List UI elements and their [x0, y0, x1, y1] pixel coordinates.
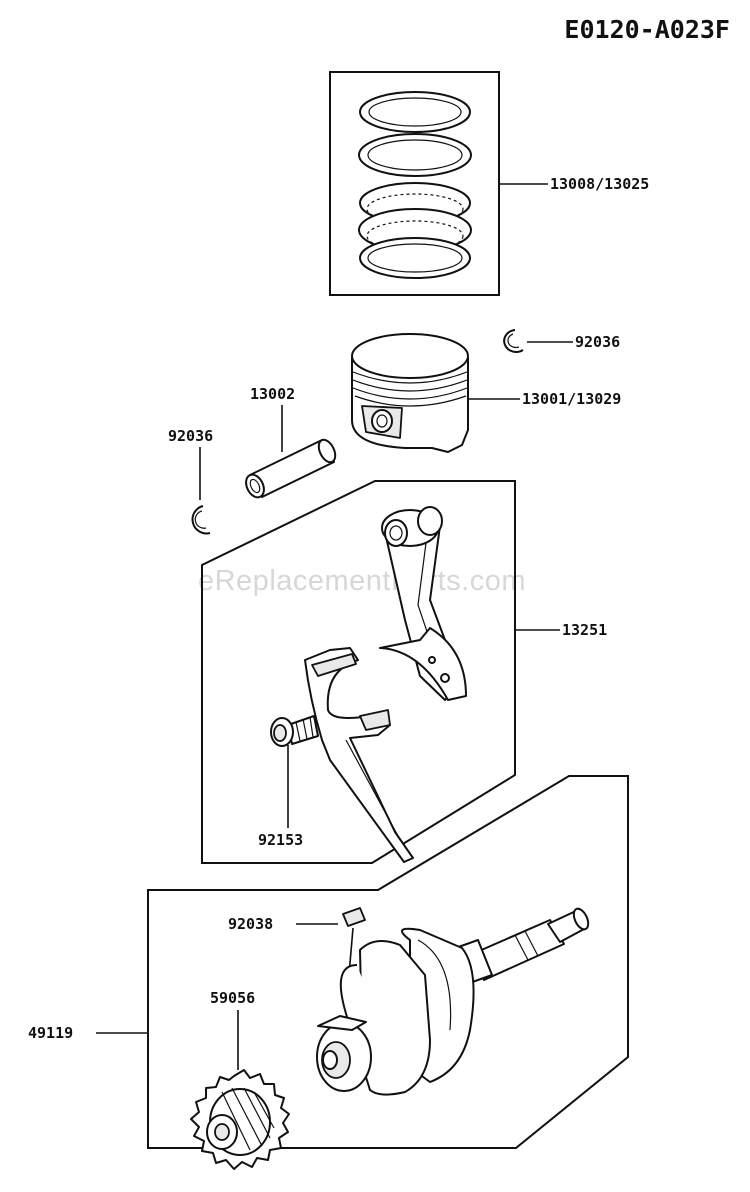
label-piston[interactable]: 13001/13029 [522, 390, 621, 408]
label-key[interactable]: 92038 [228, 915, 273, 933]
label-piston-pin[interactable]: 13002 [250, 385, 295, 403]
piston-pin-illustration[interactable] [243, 437, 339, 500]
gear-illustration[interactable] [190, 1069, 290, 1170]
crankshaft-box [147, 775, 629, 1149]
circlip-left-illustration[interactable] [191, 505, 211, 535]
diagram-code: E0120-A023F [564, 15, 730, 44]
label-piston-rings[interactable]: 13008/13025 [550, 175, 649, 193]
circlip-right-illustration[interactable] [503, 329, 524, 353]
piston-rings-illustration[interactable] [358, 91, 472, 279]
label-rod-bolt[interactable]: 92153 [258, 831, 303, 849]
label-crankshaft-assy[interactable]: 49119 [28, 1024, 73, 1042]
label-connecting-rod[interactable]: 13251 [562, 621, 607, 639]
label-gear[interactable]: 59056 [210, 989, 255, 1007]
connecting-rod-box [201, 480, 516, 864]
crankshaft-illustration[interactable] [316, 906, 591, 1096]
connecting-rod-illustration[interactable] [304, 506, 467, 863]
key-illustration[interactable] [342, 907, 366, 927]
rod-bolt-illustration[interactable] [270, 715, 319, 747]
label-circlip-left[interactable]: 92036 [168, 427, 213, 445]
watermark: eReplacementParts.com [198, 565, 526, 597]
label-circlip-right[interactable]: 92036 [575, 333, 620, 351]
piston-illustration[interactable] [351, 333, 469, 453]
